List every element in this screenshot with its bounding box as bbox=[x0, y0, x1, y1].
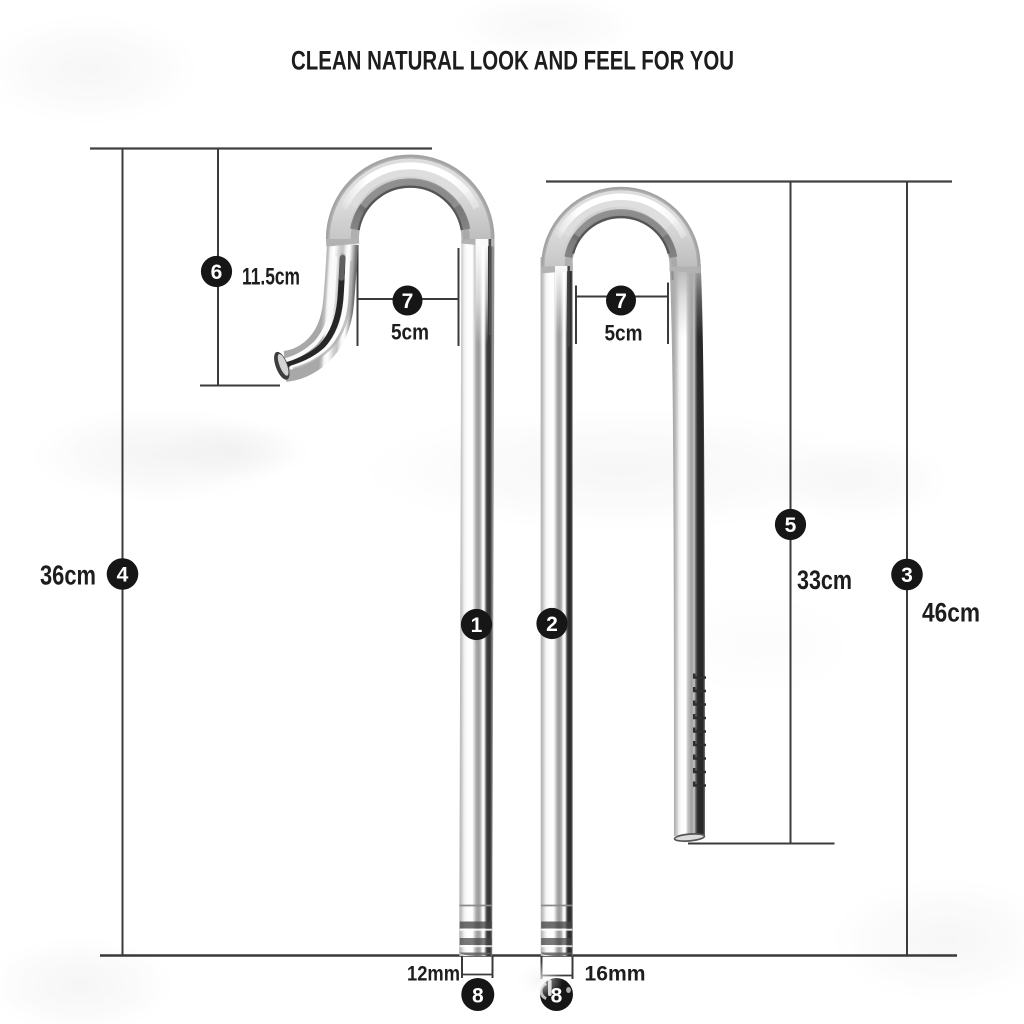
svg-text:33cm: 33cm bbox=[797, 565, 852, 595]
svg-text:5cm: 5cm bbox=[391, 320, 429, 345]
svg-text:CLEAN NATURAL LOOK AND FEEL FO: CLEAN NATURAL LOOK AND FEEL FOR YOU bbox=[291, 46, 734, 76]
svg-text:1: 1 bbox=[471, 614, 483, 637]
svg-text:46cm: 46cm bbox=[922, 598, 980, 628]
svg-text:5: 5 bbox=[785, 514, 797, 537]
svg-text:4: 4 bbox=[117, 564, 129, 587]
svg-text:2: 2 bbox=[546, 613, 558, 636]
svg-text:16mm: 16mm bbox=[585, 962, 646, 985]
svg-text:6: 6 bbox=[211, 261, 223, 284]
svg-text:5cm: 5cm bbox=[605, 320, 643, 345]
svg-text:7: 7 bbox=[402, 290, 414, 313]
svg-text:7: 7 bbox=[615, 290, 627, 313]
svg-text:36cm: 36cm bbox=[40, 560, 96, 591]
svg-text:3: 3 bbox=[901, 564, 913, 587]
svg-text:11.5cm: 11.5cm bbox=[242, 264, 300, 291]
svg-text:8: 8 bbox=[472, 984, 484, 1007]
svg-text:12mm: 12mm bbox=[407, 962, 460, 985]
